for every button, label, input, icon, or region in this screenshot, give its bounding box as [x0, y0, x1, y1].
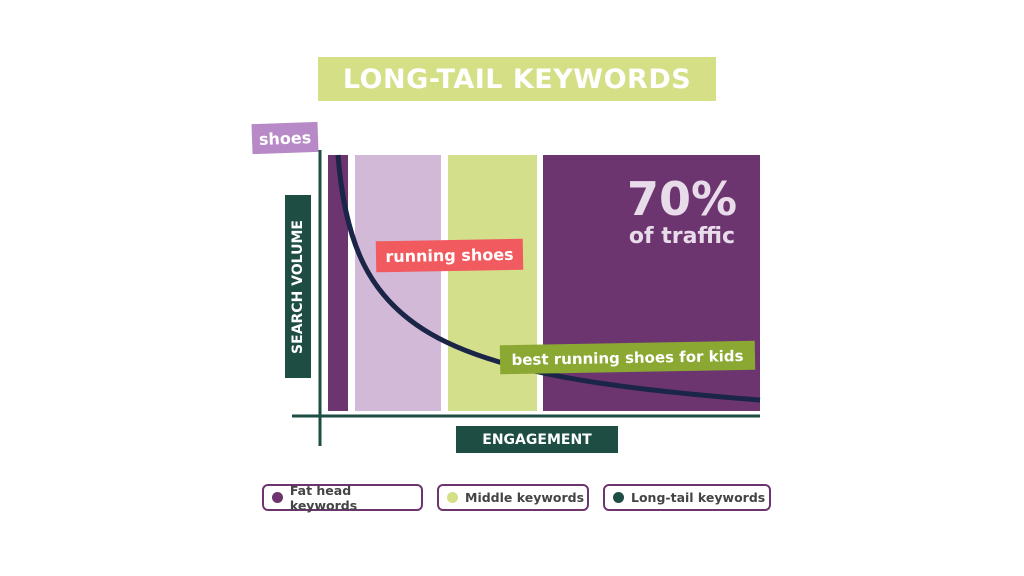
legend-label: Fat head keywords: [289, 482, 358, 513]
lilac-bar: [355, 155, 441, 411]
running-shoes-label: running shoes: [375, 238, 524, 273]
y-axis-label: SEARCH VOLUME: [290, 219, 306, 354]
y-axis-label-box: SEARCH VOLUME: [285, 195, 311, 378]
x-axis-label: ENGAGEMENT: [456, 426, 618, 453]
page-title: LONG-TAIL KEYWORDS: [318, 57, 716, 101]
legend-long-tail: Long-tail keywords: [603, 484, 771, 511]
legend-middle: Middle keywords: [437, 484, 589, 511]
legend-fat-head: Fat head keywords: [262, 482, 423, 513]
traffic-label: of traffic: [628, 224, 736, 249]
best-running-shoes-label: best running shoes for kids: [499, 340, 756, 375]
fat-head-bar: [328, 155, 348, 411]
traffic-percent: 70%: [626, 172, 738, 226]
middle-dot-icon: [447, 492, 458, 503]
shoes-label: shoes: [251, 121, 319, 155]
long-tail-dot-icon: [613, 492, 624, 503]
fat-head-dot-icon: [272, 492, 283, 503]
legend-label: Middle keywords: [465, 490, 585, 505]
legend-label: Long-tail keywords: [631, 490, 766, 505]
long-tail-curve: [335, 154, 761, 403]
